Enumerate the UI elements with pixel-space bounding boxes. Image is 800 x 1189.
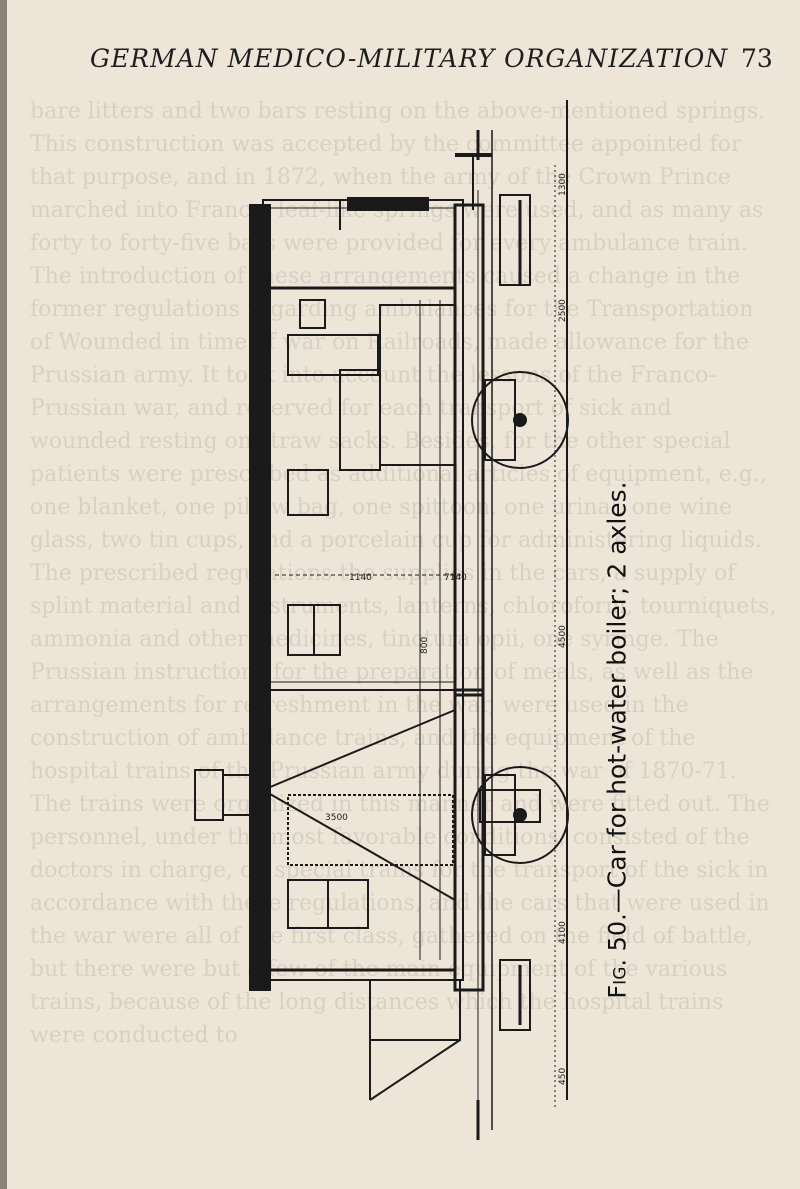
- figure-caption: Fig. 50.—Car for hot-water boiler; 2 axl…: [603, 481, 632, 998]
- dim-label-8: 3500: [325, 813, 348, 823]
- car-body-outline: [262, 199, 464, 691]
- roof-beam: [249, 204, 271, 696]
- dim-label-4: 4100: [558, 921, 568, 944]
- dim-label-6: 1300: [558, 173, 568, 196]
- wheel-front: [471, 371, 569, 469]
- figure-label: Fig. 50.: [603, 913, 632, 999]
- page-number: 73: [741, 44, 773, 73]
- floor-beam: [453, 203, 485, 697]
- dim-label-1: 1140: [349, 573, 372, 583]
- dim-label-5: 450: [558, 1068, 568, 1085]
- wheel-rear: [471, 766, 569, 864]
- page-binding-edge: [0, 0, 7, 1189]
- dim-label-9: 7140: [444, 573, 467, 583]
- dim-label-2: 4500: [558, 625, 568, 648]
- car-lower-section: [262, 689, 464, 981]
- figure-right-rule: [566, 100, 568, 1100]
- running-title: GERMAN MEDICO-MILITARY ORGANIZATION: [90, 44, 729, 73]
- axle-box: [479, 789, 541, 823]
- boiler-compartment: [379, 304, 456, 466]
- buffer-left: [194, 769, 224, 821]
- car-body-inner: [269, 207, 457, 683]
- dim-label-3: 2500: [558, 299, 568, 322]
- figure-caption-text: —Car for hot-water boiler; 2 axles.: [602, 481, 632, 914]
- dim-label-7: 800: [420, 637, 430, 654]
